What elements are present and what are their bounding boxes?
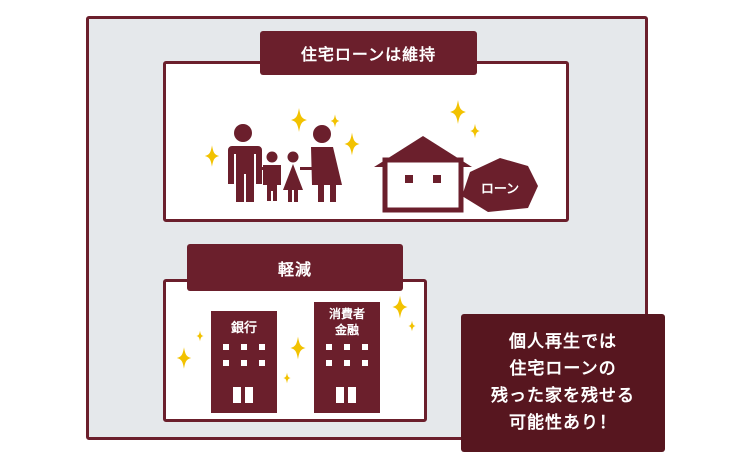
bank-label: 銀行 bbox=[231, 320, 257, 336]
house-icon bbox=[374, 136, 472, 213]
callout-line: 住宅ローンの bbox=[509, 359, 617, 379]
consumer-finance-building-icon: 消費者 金融 bbox=[314, 302, 380, 413]
housing-loan-tab: 住宅ローンは維持 bbox=[260, 31, 477, 75]
callout-line: 個人再生では bbox=[509, 332, 617, 352]
loan-rock-icon: ローン bbox=[462, 158, 538, 212]
callout-box: 個人再生では 住宅ローンの 残った家を残せる 可能性あり！ bbox=[461, 314, 665, 452]
loan-label: ローン bbox=[481, 182, 519, 197]
reduction-panel bbox=[163, 279, 427, 422]
family-icon bbox=[228, 124, 342, 202]
bank-building-icon: 銀行 bbox=[211, 311, 277, 413]
consumer-finance-label-line1: 消費者 bbox=[329, 306, 365, 321]
consumer-finance-label-line2: 金融 bbox=[334, 322, 359, 337]
callout-line: 残った家を残せる bbox=[491, 386, 635, 406]
callout-line: 可能性あり！ bbox=[509, 413, 617, 433]
reduction-tab: 軽減 bbox=[187, 244, 403, 291]
